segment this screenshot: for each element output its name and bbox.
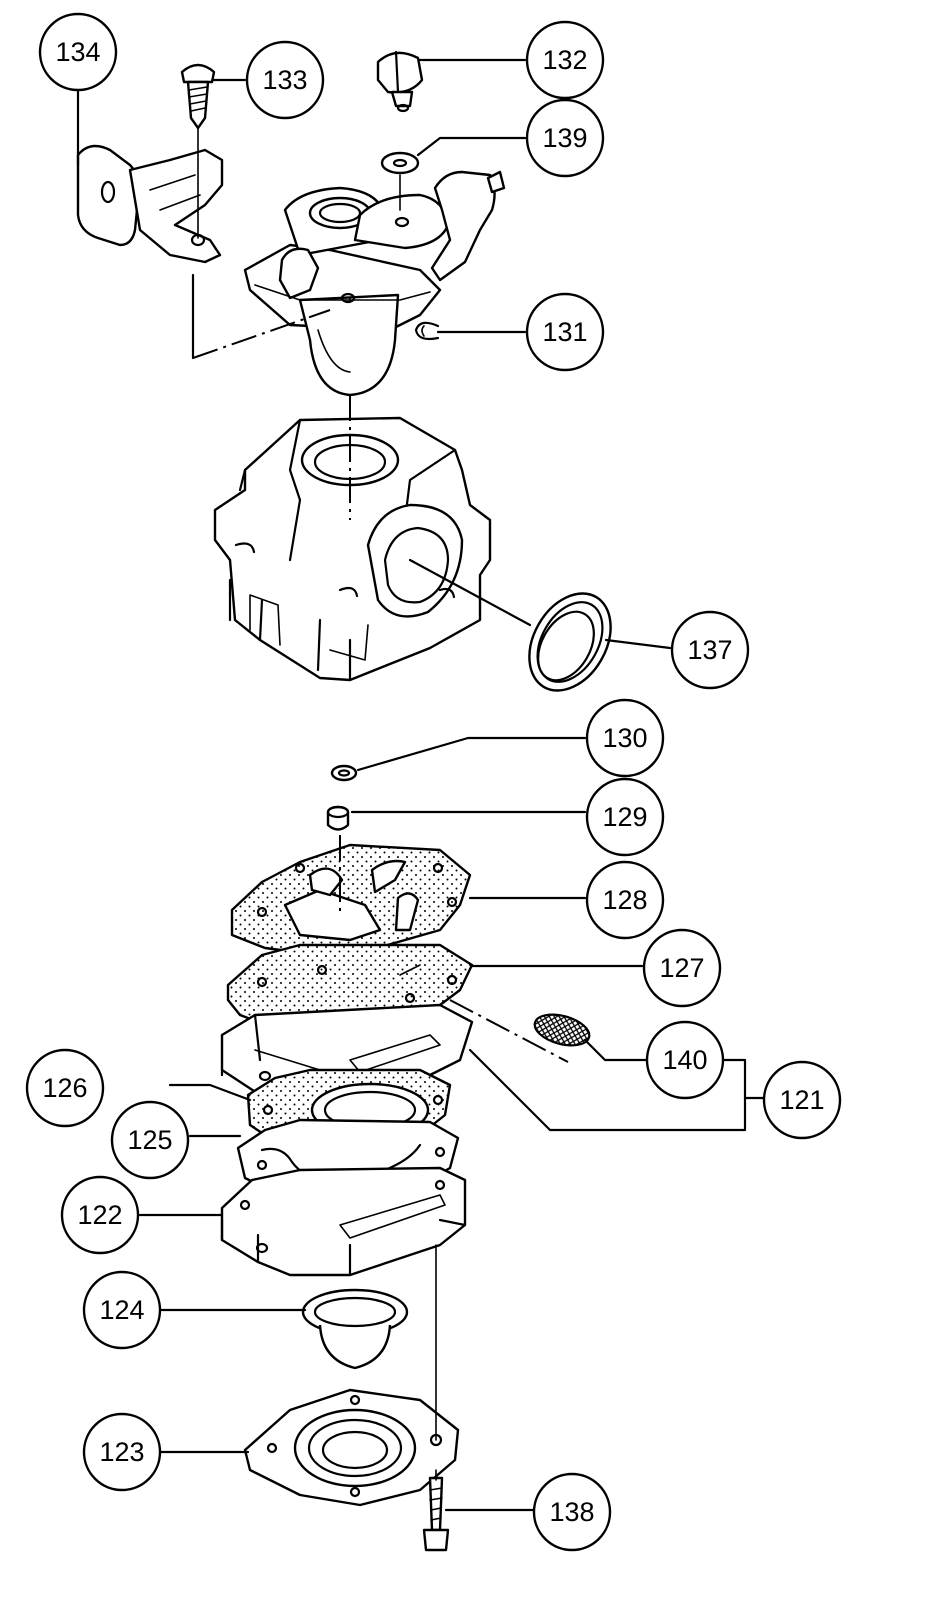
callout-129: 129 — [585, 777, 665, 857]
callout-125-label: 125 — [127, 1125, 172, 1155]
callout-140: 140 — [645, 1020, 725, 1100]
callout-129-label: 129 — [602, 802, 647, 832]
callout-132-label: 132 — [542, 45, 587, 75]
gasket-ring-137-part — [528, 592, 612, 692]
callout-130-label: 130 — [602, 723, 647, 753]
callout-134: 134 — [38, 12, 118, 92]
callout-121-label: 121 — [779, 1085, 824, 1115]
cup-124-part — [301, 1288, 409, 1370]
callout-126-label: 126 — [42, 1073, 87, 1103]
leader-lines — [76, 58, 767, 1512]
callout-133: 133 — [245, 40, 325, 120]
washer-130-part — [330, 764, 358, 782]
callout-138: 138 — [532, 1472, 612, 1552]
callout-130: 130 — [585, 698, 665, 778]
callout-134-label: 134 — [55, 37, 100, 67]
callout-127: 127 — [642, 928, 722, 1008]
callout-122-label: 122 — [77, 1200, 122, 1230]
throttle-lever-part — [76, 144, 224, 264]
callout-123-label: 123 — [99, 1437, 144, 1467]
callout-131: 131 — [525, 292, 605, 372]
callout-126: 126 — [25, 1048, 105, 1128]
callout-128-label: 128 — [602, 885, 647, 915]
callout-122: 122 — [60, 1175, 140, 1255]
callout-133-label: 133 — [262, 65, 307, 95]
callout-139-label: 139 — [542, 123, 587, 153]
callout-127-label: 127 — [659, 953, 704, 983]
screw-138-part — [422, 1476, 450, 1552]
callout-121: 121 — [762, 1060, 842, 1140]
gasket-128-part — [230, 843, 472, 957]
washer-139-part — [380, 151, 420, 175]
screw-132-part — [376, 50, 424, 113]
callout-125: 125 — [110, 1100, 190, 1180]
callout-124: 124 — [82, 1270, 162, 1350]
callout-138-label: 138 — [549, 1497, 594, 1527]
throttle-housing-part — [243, 170, 506, 397]
callout-128: 128 — [585, 860, 665, 940]
cover-123-part — [243, 1388, 460, 1507]
callout-137-label: 137 — [687, 635, 732, 665]
e-clip-131-part — [414, 321, 440, 341]
callout-123: 123 — [82, 1412, 162, 1492]
callout-137: 137 — [670, 610, 750, 690]
carburetor-body-part — [213, 416, 492, 682]
callout-139: 139 — [525, 98, 605, 178]
screw-133-part — [180, 63, 216, 130]
lower-body-122-part — [220, 1166, 467, 1277]
assembly-axis-lines — [191, 127, 569, 1481]
plug-129-part — [326, 805, 350, 831]
callout-131-label: 131 — [542, 317, 587, 347]
callout-132: 132 — [525, 20, 605, 100]
callout-124-label: 124 — [99, 1295, 144, 1325]
filter-screen-140-part — [533, 1013, 591, 1047]
callout-140-label: 140 — [662, 1045, 707, 1075]
